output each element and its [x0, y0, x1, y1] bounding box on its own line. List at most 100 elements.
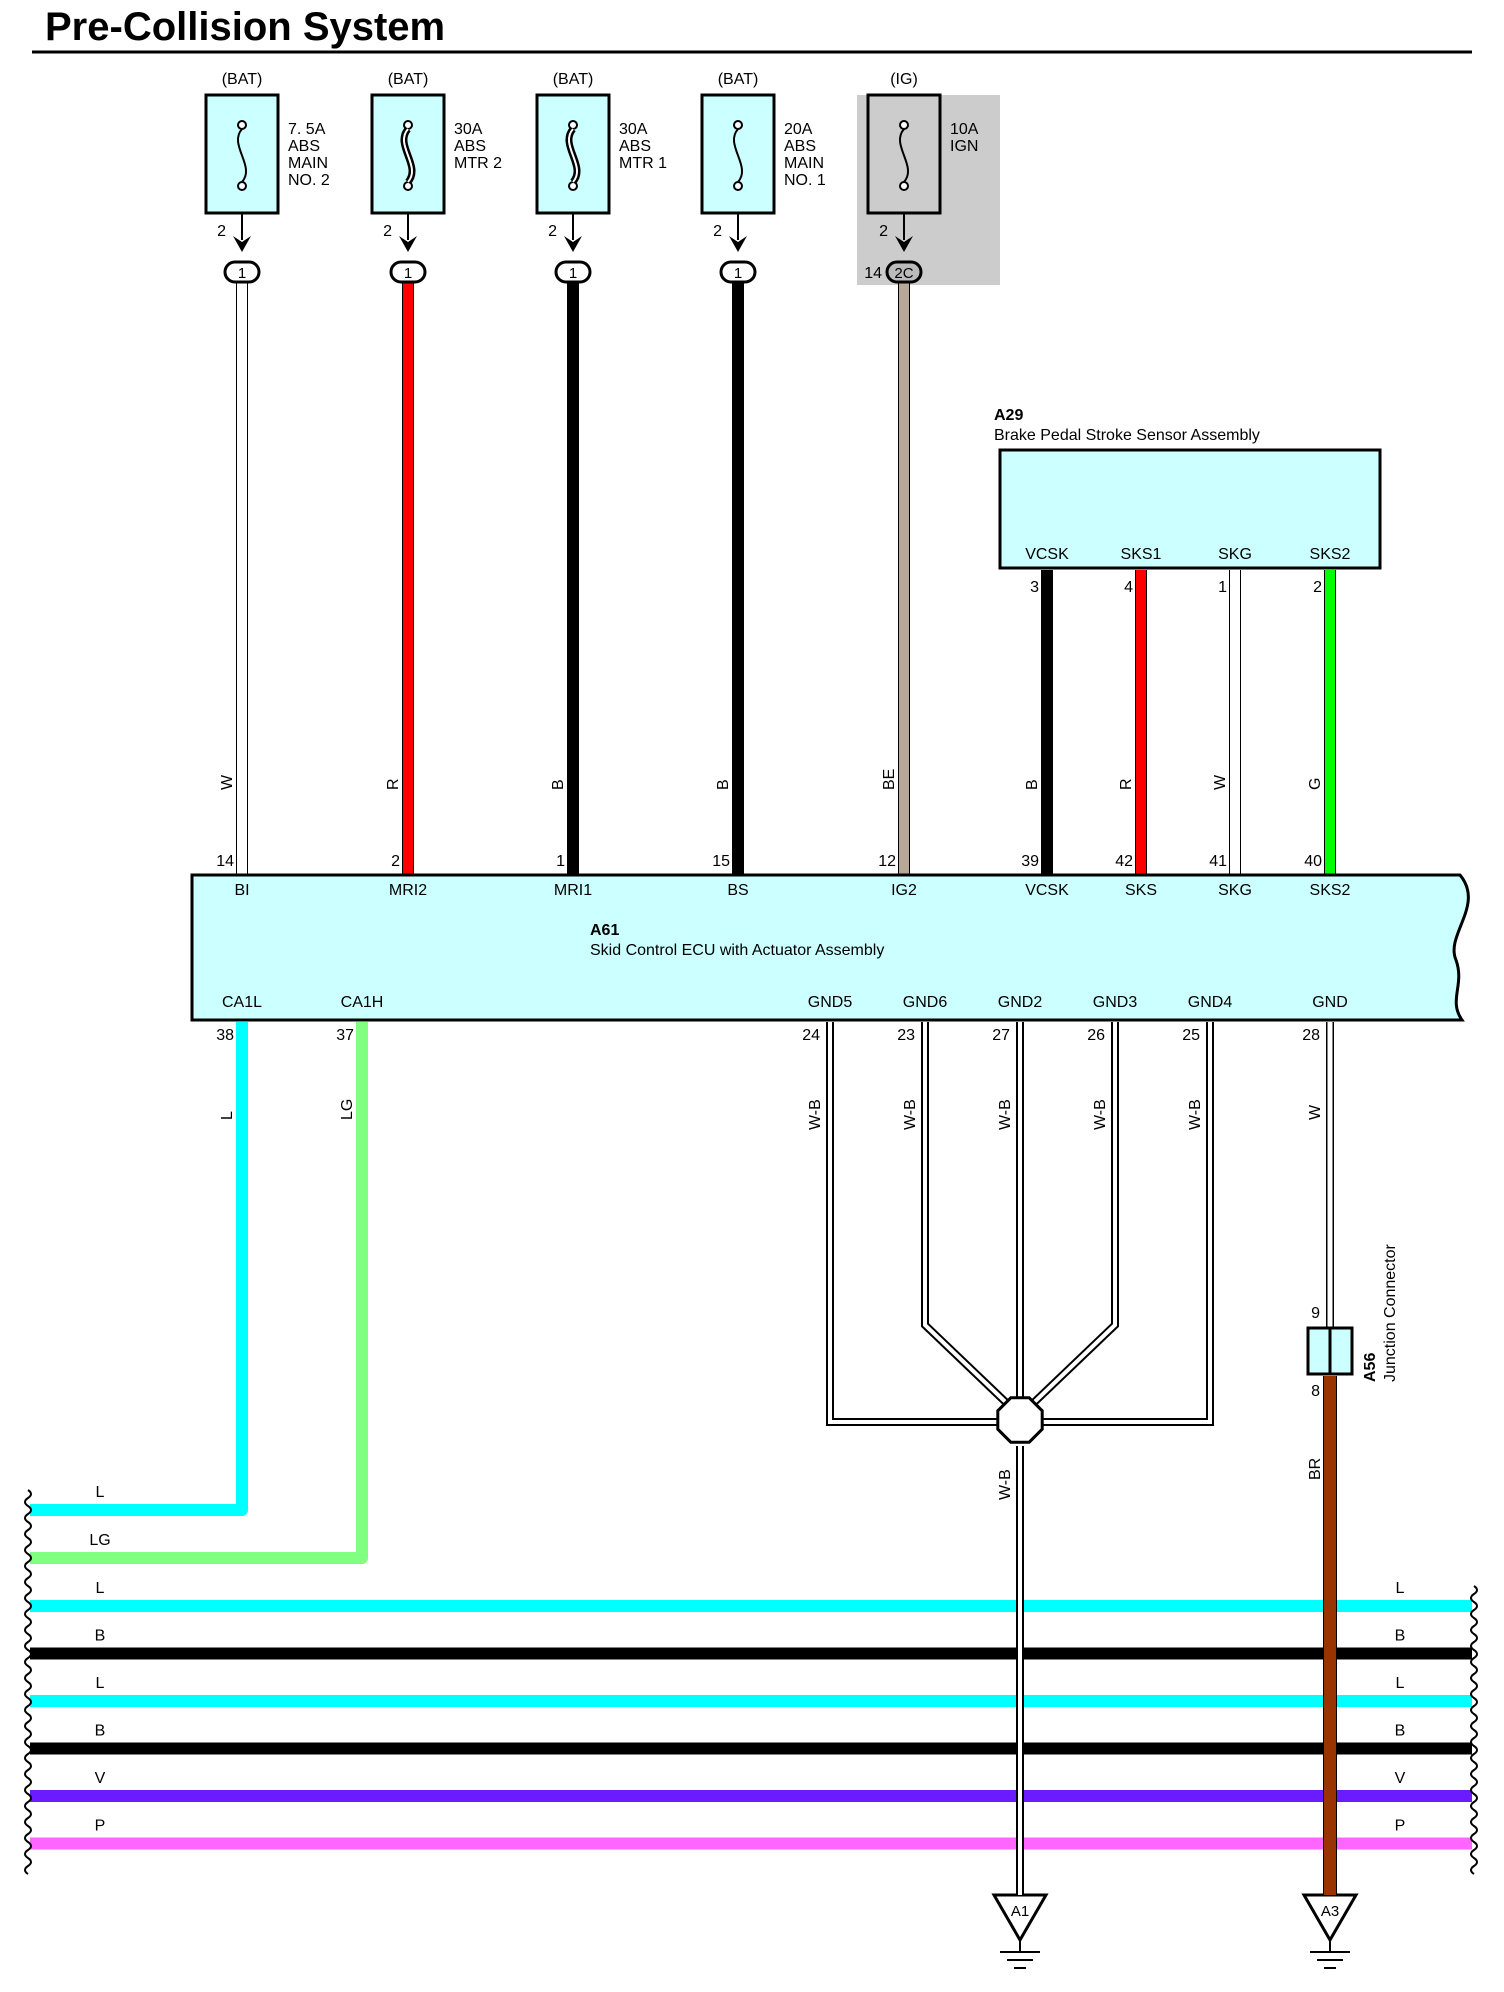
wire-color-label: W-B	[807, 1099, 824, 1130]
fuse-rating: 30A	[619, 121, 648, 138]
wire-color-label: W	[1307, 1104, 1324, 1120]
bus-left-label: B	[95, 1723, 106, 1740]
fuse-pin-number: 2	[217, 223, 226, 240]
fuse-name-line: ABS	[288, 138, 320, 155]
connector-oval	[554, 260, 592, 284]
fuse-supply-label: (BAT)	[222, 71, 263, 88]
bus-left-label: V	[95, 1770, 106, 1787]
ground-label: A1	[1011, 1903, 1029, 1920]
ground-wire-gnd3-outline	[1021, 1022, 1119, 1415]
wire-color-label: W-B	[1092, 1099, 1109, 1130]
ecu-code: A61	[590, 922, 619, 939]
fuse-name-line: MTR 2	[454, 155, 502, 172]
bus-right-label: B	[1395, 1723, 1406, 1740]
fuse-name-line: MTR 1	[619, 155, 667, 172]
arrow-down-icon	[729, 236, 747, 252]
junction-code: A56	[1362, 1353, 1379, 1382]
fuse-name-line: NO. 2	[288, 172, 330, 189]
bus-right-label: L	[1396, 1675, 1405, 1692]
ecu-terminal-label: CA1H	[341, 994, 384, 1011]
arrow-down-icon	[399, 236, 417, 252]
ground-wire-gnd6	[923, 1022, 1018, 1414]
ecu-terminal-label: SKG	[1218, 882, 1252, 899]
ecu-terminal-label: MRI2	[389, 882, 427, 899]
wire-color-label: BE	[881, 769, 898, 790]
ecu-terminal-label: SKS2	[1310, 882, 1351, 899]
sensor-pin-number: 3	[1030, 579, 1039, 596]
fuse-supply-label: (BAT)	[388, 71, 429, 88]
fuse-name-line: ABS	[784, 138, 816, 155]
connector-label: 1	[569, 265, 577, 282]
junction-pin-number: 8	[1311, 1383, 1320, 1400]
sensor-pin-number: 4	[1124, 579, 1133, 596]
connector-label: 2C	[894, 265, 913, 282]
arrow-down-icon	[895, 236, 913, 252]
fuse-supply-label: (IG)	[890, 71, 918, 88]
wire-color-label: W	[219, 774, 236, 790]
ecu-pin-number: 1	[556, 853, 565, 870]
can-wire-color-label: LG	[89, 1532, 110, 1549]
ecu-pin-number: 2	[391, 853, 400, 870]
ground-wire-gnd5	[828, 1022, 1012, 1424]
bus-left-label: P	[95, 1818, 106, 1835]
wire-color-label: B	[550, 779, 567, 790]
fuse-pin-number: 2	[548, 223, 557, 240]
splice-point	[996, 1396, 1044, 1444]
wire-color-label: LG	[339, 1099, 356, 1120]
ecu-terminal-label: MRI1	[554, 882, 592, 899]
ecu-terminal-label: VCSK	[1025, 882, 1069, 899]
ecu-pin-number: 28	[1302, 1027, 1320, 1044]
fuse-terminal	[899, 120, 909, 130]
connector-label: 1	[238, 265, 246, 282]
wire-color-label: BR	[1307, 1458, 1324, 1480]
wire-color-label: W-B	[997, 1469, 1014, 1500]
fuse-pin-number: 2	[879, 223, 888, 240]
ecu-terminal-label: GND2	[998, 994, 1043, 1011]
ecu-pin-number: 38	[216, 1027, 234, 1044]
wire-color-label: W	[1212, 774, 1229, 790]
bus-right-label: V	[1395, 1770, 1406, 1787]
ecu-terminal-label: CA1L	[222, 994, 262, 1011]
fuse-supply-label: (BAT)	[718, 71, 759, 88]
can-wire-ca1h	[30, 1022, 368, 1564]
fuse-name-line: MAIN	[784, 155, 824, 172]
sensor-pin-number: 2	[1313, 579, 1322, 596]
wire-color-label: W-B	[997, 1099, 1014, 1130]
fuse-name-line: NO. 1	[784, 172, 826, 189]
connector-oval	[885, 260, 923, 284]
wire-color-label: W-B	[1187, 1099, 1204, 1130]
ground-wire-gnd4	[1028, 1022, 1212, 1424]
ecu-name: Skid Control ECU with Actuator Assembly	[590, 942, 884, 959]
ecu-box	[190, 873, 1470, 1022]
sensor-box	[998, 448, 1382, 570]
sensor-terminal-label: SKS1	[1121, 546, 1162, 563]
ground-wire-gnd6-outline	[921, 1022, 1019, 1415]
fuse-rating: 10A	[950, 121, 979, 138]
connector-oval	[389, 260, 427, 284]
sensor-terminal-label: SKS2	[1310, 546, 1351, 563]
fuse-box	[535, 93, 611, 215]
sensor-terminal-label: VCSK	[1025, 546, 1069, 563]
ecu-pin-number: 41	[1209, 853, 1227, 870]
wire-color-label: B	[715, 779, 732, 790]
wire-color-label: W-B	[902, 1099, 919, 1130]
fuse-pin-number: 2	[383, 223, 392, 240]
ground-label: A3	[1321, 1903, 1339, 1920]
ecu-pin-number: 40	[1304, 853, 1322, 870]
ground-harness-group: GND524W-BGND623W-BGND227W-BGND326W-BGND4…	[802, 994, 1359, 1969]
wire-color-label: R	[1118, 778, 1135, 790]
break-line-left	[24, 1489, 32, 1875]
wire-color-label: R	[385, 778, 402, 790]
page-title: Pre-Collision System	[45, 5, 445, 49]
ecu-terminal-label: GND3	[1093, 994, 1138, 1011]
junction-name: Junction Connector	[1382, 1243, 1399, 1382]
fuse-link-icon	[732, 128, 744, 183]
ecu-terminal-label: GND5	[808, 994, 853, 1011]
fuse-supply-label: (BAT)	[553, 71, 594, 88]
arrow-down-icon	[233, 236, 251, 252]
